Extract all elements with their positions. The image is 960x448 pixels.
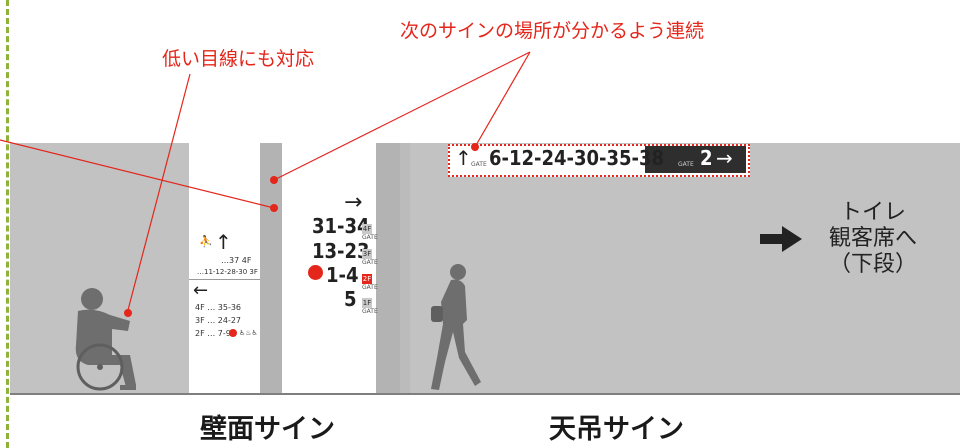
gate-range: 1-4 xyxy=(326,263,359,287)
gate-label: GATE xyxy=(362,259,378,266)
dashed-border-edge xyxy=(6,0,9,448)
caption-wall-sign: 壁面サイン xyxy=(200,414,335,445)
gate-range: 5 xyxy=(344,287,357,311)
wall-sign-right-panel: → 31-34 4F GATE 13-23 3F GATE 1-4 2F GAT… xyxy=(282,143,378,393)
annotation-low-eye-level: 低い目線にも対応 xyxy=(162,48,315,70)
destination-line1: トイレ xyxy=(839,200,906,225)
floor-badge: 3F GATE xyxy=(362,241,378,266)
floor-label: 4F xyxy=(362,224,372,234)
wall-background xyxy=(10,143,960,393)
destination-line2: 観客席へ xyxy=(828,226,917,251)
accessible-marker-icon xyxy=(308,265,323,280)
accessible-marker-icon xyxy=(229,329,237,337)
ceiling-gate-numbers: 6-12-24-30-35-38 xyxy=(489,146,665,170)
wall-left-upper-line2: …11-12-28-30 3F xyxy=(197,268,258,276)
gate-label: GATE xyxy=(471,161,487,168)
direction-arrow-icon xyxy=(760,226,802,252)
wall-left-lower-line: 2F … 7-9 xyxy=(195,329,231,338)
gate-range: 31-34 xyxy=(312,214,370,238)
gate-label: GATE xyxy=(362,284,378,291)
pillar-right xyxy=(376,143,400,393)
sign-divider xyxy=(189,279,260,280)
walking-person-icon xyxy=(431,264,481,390)
floor-line xyxy=(10,393,960,395)
caption-ceiling-sign: 天吊サイン xyxy=(549,414,684,445)
facility-icons: ♿♨♿ xyxy=(239,329,258,337)
up-arrow-icon: ↑ xyxy=(455,146,472,170)
ceiling-gate-number: 2 xyxy=(700,146,713,170)
wall-sign-left-panel: ↑ ⛹ …37 4F …11-12-28-30 3F ← 4F … 35-36 … xyxy=(189,143,260,393)
annotation-next-sign: 次のサインの場所が分かるよう連続 xyxy=(400,20,705,42)
destination-line3: （下段） xyxy=(828,252,917,277)
floor-label: 3F xyxy=(362,249,372,259)
floor-badge: 2F GATE xyxy=(362,266,378,291)
gate-label: GATE xyxy=(678,161,694,168)
wheelchair-user-icon xyxy=(75,288,136,391)
gate-label: GATE xyxy=(362,308,378,315)
left-arrow-icon: ← xyxy=(193,280,209,301)
floor-label: 2F xyxy=(362,274,372,284)
wall-left-lower-line: 4F … 35-36 xyxy=(195,303,242,312)
up-arrow-icon: ↑ xyxy=(215,230,232,254)
stairs-icon: ⛹ xyxy=(199,235,213,248)
destination-label: トイレ 観客席へ （下段） xyxy=(818,200,928,278)
gate-range: 13-23 xyxy=(312,239,370,263)
right-arrow-icon: → xyxy=(716,146,733,170)
floor-badge: 4F GATE xyxy=(362,216,378,241)
ceiling-sign-dark-section xyxy=(645,146,746,173)
right-arrow-icon: → xyxy=(344,190,363,215)
wall-left-upper-line1: …37 4F xyxy=(221,256,252,265)
pillar-edge xyxy=(400,143,410,393)
gate-label: GATE xyxy=(362,234,378,241)
floor-badge: 1F GATE xyxy=(362,290,378,315)
wall-left-lower-line: 3F … 24-27 xyxy=(195,316,242,325)
floor-label: 1F xyxy=(362,298,372,308)
